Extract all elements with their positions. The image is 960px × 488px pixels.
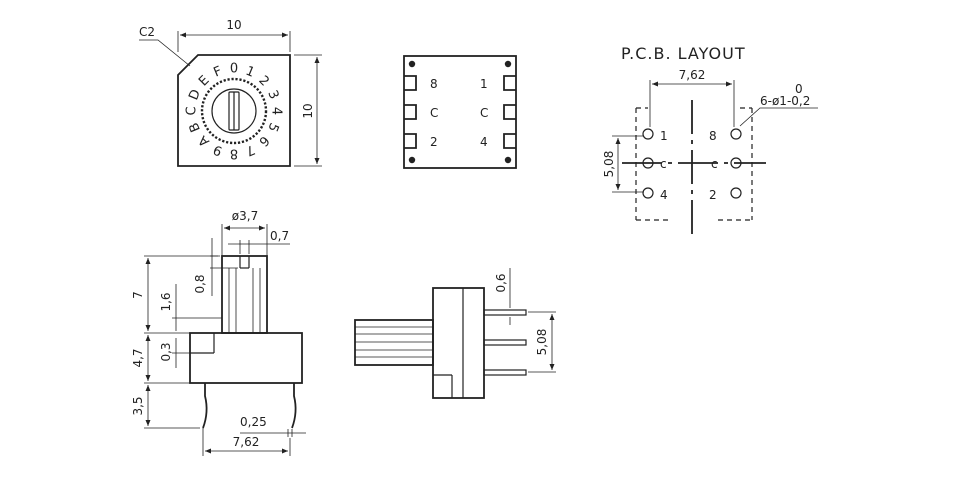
pin-right-label: 1 [480, 77, 488, 91]
pin-view-body [403, 55, 517, 169]
body-height-label: 4,7 [131, 348, 145, 367]
pcb-label: 1 [660, 129, 668, 143]
dial-digit: 1 [243, 64, 256, 81]
dial-digit: 9 [211, 141, 224, 158]
dial-inner [211, 88, 257, 134]
top-height-label: 10 [301, 103, 315, 118]
dial-digit: 8 [230, 146, 238, 161]
pin-width-label: 0,25 [240, 415, 267, 429]
dial-outer [200, 77, 268, 145]
dial-digit: 0 [230, 62, 238, 77]
pin-left-label: C [430, 106, 438, 120]
dial-digit: C [185, 106, 200, 115]
pcb-pitch-h: 7,62 [679, 68, 706, 82]
dial-digit: 6 [255, 132, 271, 148]
pin-thickness-label: 0,6 [494, 273, 508, 292]
dial-digit: A [196, 132, 213, 149]
side-body [189, 332, 303, 384]
dial-digit: 5 [264, 120, 281, 133]
shaft-step-label: 1,6 [159, 292, 173, 311]
pcb-label: 2 [709, 188, 717, 202]
pin-view: 8 C 2 1 C 4 [403, 55, 517, 169]
slot-depth-label: 0,8 [193, 274, 207, 293]
pin-pitch-label: 7,62 [233, 435, 260, 449]
dial-digit: 3 [264, 88, 281, 101]
pin-left-label: 8 [430, 77, 438, 91]
dial-digit: 4 [269, 107, 284, 115]
pcb-label: 8 [709, 129, 717, 143]
pin-right-label: 4 [480, 135, 488, 149]
shaft-dia-label: ø3,7 [232, 209, 258, 223]
pcb-hole-tol: 0 [795, 82, 803, 96]
chamfer-label: C2 [139, 25, 155, 39]
pin-right-label: C [480, 106, 488, 120]
dial-digit: 7 [243, 141, 256, 158]
side-view: ø3,7 0,7 0,8 7 1,6 4,7 0,3 3,5 [131, 209, 306, 456]
pcb-title: P.C.B. LAYOUT [621, 44, 746, 63]
pcb-label: c [711, 157, 718, 171]
pcb-layout: P.C.B. LAYOUT 7,62 0 6-ø1-0,2 5,08 1 8 c… [602, 44, 818, 237]
dial-digit: 2 [255, 73, 271, 89]
slot-width-label: 0,7 [270, 229, 289, 243]
end-view: 0,6 5,08 [354, 268, 556, 399]
pcb-hole-spec: 6-ø1-0,2 [760, 94, 810, 108]
dial-digit: B [187, 120, 204, 134]
pin-length-label: 3,5 [131, 396, 145, 415]
dial-digit: F [212, 64, 225, 81]
pcb-label: c [660, 157, 667, 171]
dial-digit: D [186, 87, 204, 102]
pcb-pitch-v: 5,08 [602, 151, 616, 178]
end-pitch-label: 5,08 [535, 329, 549, 356]
dial-digit: E [196, 73, 212, 89]
step-height-label: 0,3 [159, 342, 173, 361]
shaft-total-label: 7 [131, 291, 145, 299]
top-width-label: 10 [226, 18, 241, 32]
end-body [432, 287, 485, 399]
top-view-body [177, 54, 291, 167]
pin-left-label: 2 [430, 135, 438, 149]
pcb-label: 4 [660, 188, 668, 202]
